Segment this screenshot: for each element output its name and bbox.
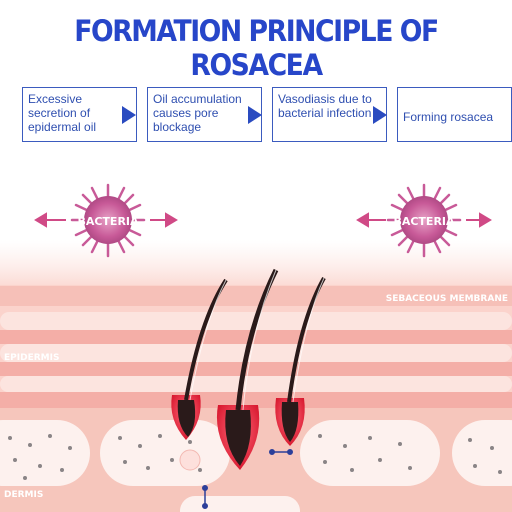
dermis-cells (0, 420, 512, 512)
step-3-text: Vasodiasis due to bacterial infection (278, 92, 372, 120)
label-dermis: DERMIS (4, 490, 43, 500)
bacteria-label-left: BACTERIA (77, 215, 139, 228)
bacteria-label-right: BACTERIA (393, 215, 455, 228)
hair-follicle-center (179, 268, 279, 471)
page-title: FORMATION PRINCIPLE OF ROSACEA (74, 14, 439, 82)
step-2-text: Oil accumulation causes pore blockage (153, 92, 242, 134)
hair-follicle-right (275, 277, 326, 446)
bacteria-arrows-right (356, 212, 492, 228)
hair-follicle-left (171, 278, 228, 440)
step-1-box: Excessive secretion of epidermal oil (22, 87, 137, 142)
skin-surface-fade (0, 240, 512, 290)
label-epidermis: EPIDERMIS (4, 353, 59, 363)
cell-dots (8, 434, 502, 480)
arrow-right-icon (248, 106, 262, 124)
label-sebaceous-membrane: SEBACEOUS MEMBRANE (386, 294, 508, 304)
vessel-connector (202, 449, 293, 509)
step-4-text: Forming rosacea (403, 109, 494, 124)
arrow-right-icon (122, 106, 136, 124)
sebaceous-band (0, 286, 512, 306)
step-1-text: Excessive secretion of epidermal oil (28, 92, 97, 134)
step-3-box: Vasodiasis due to bacterial infection (272, 87, 387, 142)
bacteria-left: BACTERIA (34, 183, 178, 258)
step-2-box: Oil accumulation causes pore blockage (147, 87, 262, 142)
bacteria-arrows-left (34, 212, 178, 228)
bacteria-right: BACTERIA (356, 183, 492, 258)
arrow-right-icon (373, 106, 387, 124)
epidermis-bands (0, 330, 512, 408)
